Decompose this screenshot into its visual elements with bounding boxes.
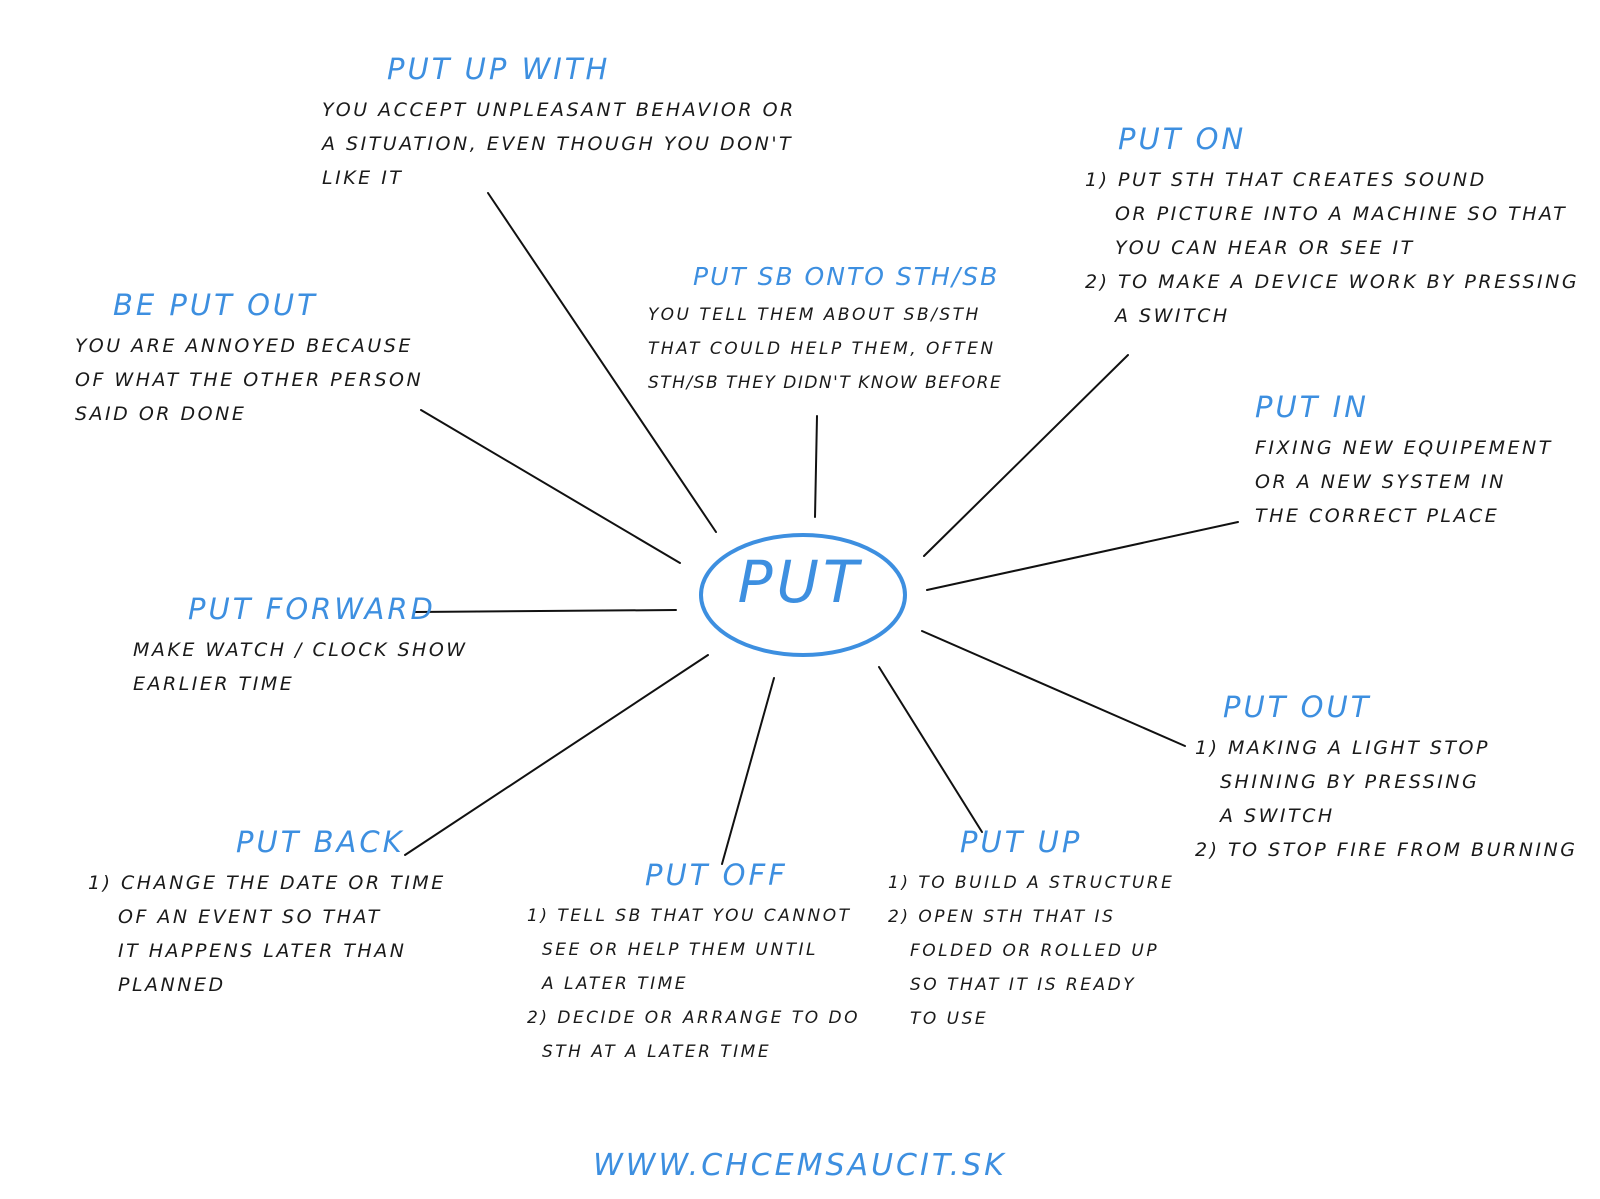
connector-put-up bbox=[878, 666, 983, 833]
node-put-in: PUT IN FIXING NEW EQUIPEMENT OR A NEW SY… bbox=[1255, 390, 1553, 533]
node-text-line: 1) CHANGE THE DATE OR TIME bbox=[88, 871, 446, 894]
node-text-line: YOU CAN HEAR OR SEE IT bbox=[1115, 236, 1415, 259]
node-text-line: 2) OPEN STH THAT IS bbox=[888, 906, 1116, 927]
node-text-line: MAKE WATCH / CLOCK SHOW bbox=[133, 638, 468, 661]
node-text-line: OF WHAT THE OTHER PERSON bbox=[75, 368, 424, 391]
node-put-on: PUT ON 1) PUT STH THAT CREATES SOUND OR … bbox=[1085, 122, 1579, 333]
node-text-line: YOU ARE ANNOYED BECAUSE bbox=[75, 334, 413, 357]
node-text-line: 2) DECIDE OR ARRANGE TO DO bbox=[527, 1007, 860, 1028]
node-put-up-with: PUT UP WITH YOU ACCEPT UNPLEASANT BEHAVI… bbox=[322, 52, 796, 195]
node-text-line: OF AN EVENT SO THAT bbox=[118, 905, 382, 928]
node-text-line: 1) TELL SB THAT YOU CANNOT bbox=[527, 905, 852, 926]
node-put-out: PUT OUT 1) MAKING A LIGHT STOP SHINING B… bbox=[1195, 690, 1577, 867]
node-title: PUT OUT bbox=[1223, 690, 1372, 724]
node-text-line: STH AT A LATER TIME bbox=[542, 1041, 772, 1062]
node-title: PUT BACK bbox=[236, 825, 405, 859]
node-text-line: LIKE IT bbox=[322, 166, 404, 189]
node-put-forward: PUT FORWARD MAKE WATCH / CLOCK SHOW EARL… bbox=[133, 592, 468, 701]
node-text-line: OR PICTURE INTO A MACHINE SO THAT bbox=[1115, 202, 1568, 225]
node-title: PUT ON bbox=[1118, 122, 1247, 156]
node-text-line: 2) TO MAKE A DEVICE WORK BY PRESSING bbox=[1085, 270, 1580, 293]
node-text-line: THAT COULD HELP THEM, OFTEN bbox=[648, 339, 996, 359]
node-text-line: IT HAPPENS LATER THAN bbox=[118, 939, 407, 962]
node-text-line: STH/SB THEY DIDN'T KNOW BEFORE bbox=[648, 373, 1003, 393]
node-text-line: A SWITCH bbox=[1115, 304, 1230, 327]
node-text-line: SEE OR HELP THEM UNTIL bbox=[542, 939, 818, 960]
node-put-back: PUT BACK 1) CHANGE THE DATE OR TIME OF A… bbox=[88, 825, 446, 1002]
node-text-line: SO THAT IT IS READY bbox=[910, 974, 1137, 995]
node-text-line: 1) PUT STH THAT CREATES SOUND bbox=[1085, 168, 1487, 191]
node-text-line: YOU TELL THEM ABOUT SB/STH bbox=[648, 305, 981, 325]
connector-put-on bbox=[923, 354, 1129, 557]
node-text-line: THE CORRECT PLACE bbox=[1255, 504, 1500, 527]
node-title: PUT UP bbox=[960, 825, 1083, 859]
node-text-line: SAID OR DONE bbox=[75, 402, 247, 425]
node-text-line: 1) TO BUILD A STRUCTURE bbox=[888, 872, 1175, 893]
node-put-off: PUT OFF 1) TELL SB THAT YOU CANNOT SEE O… bbox=[527, 858, 860, 1069]
connector-put-up-with bbox=[487, 192, 717, 533]
node-title: BE PUT OUT bbox=[113, 288, 318, 322]
center-label: PUT bbox=[737, 548, 863, 616]
node-text-line: A LATER TIME bbox=[542, 973, 689, 994]
node-text-line: SHINING BY PRESSING bbox=[1220, 770, 1480, 793]
node-text-line: 1) MAKING A LIGHT STOP bbox=[1195, 736, 1490, 759]
node-text-line: EARLIER TIME bbox=[133, 672, 295, 695]
node-title: PUT UP WITH bbox=[387, 52, 611, 86]
connector-put-sb-onto bbox=[814, 415, 818, 518]
node-title: PUT OFF bbox=[645, 858, 788, 892]
center-ellipse bbox=[699, 533, 907, 657]
node-title: PUT FORWARD bbox=[188, 592, 436, 626]
footer-url: WWW.CHCEMSAUCIT.SK bbox=[593, 1148, 1007, 1183]
node-text-line: YOU ACCEPT UNPLEASANT BEHAVIOR OR bbox=[322, 98, 796, 121]
connector-be-put-out bbox=[420, 409, 681, 564]
node-text-line: OR A NEW SYSTEM IN bbox=[1255, 470, 1506, 493]
connector-put-out bbox=[921, 630, 1186, 747]
connector-put-back bbox=[404, 654, 709, 856]
node-text-line: PLANNED bbox=[118, 973, 226, 996]
node-text-line: A SITUATION, EVEN THOUGH YOU DON'T bbox=[322, 132, 794, 155]
node-text-line: FOLDED OR ROLLED UP bbox=[910, 940, 1160, 961]
connector-put-in bbox=[926, 521, 1239, 591]
node-text-line: FIXING NEW EQUIPEMENT bbox=[1255, 436, 1553, 459]
node-text-line: A SWITCH bbox=[1220, 804, 1335, 827]
node-put-sb-onto: PUT SB ONTO STH/SB YOU TELL THEM ABOUT S… bbox=[648, 262, 1002, 400]
node-be-put-out: BE PUT OUT YOU ARE ANNOYED BECAUSE OF WH… bbox=[75, 288, 423, 431]
connector-put-off bbox=[721, 677, 775, 865]
node-title: PUT IN bbox=[1255, 390, 1369, 424]
connector-put-forward bbox=[414, 609, 677, 613]
node-text-line: TO USE bbox=[910, 1008, 989, 1029]
node-put-up: PUT UP 1) TO BUILD A STRUCTURE 2) OPEN S… bbox=[888, 825, 1174, 1036]
node-text-line: 2) TO STOP FIRE FROM BURNING bbox=[1195, 838, 1578, 861]
node-title: PUT SB ONTO STH/SB bbox=[693, 262, 1000, 291]
